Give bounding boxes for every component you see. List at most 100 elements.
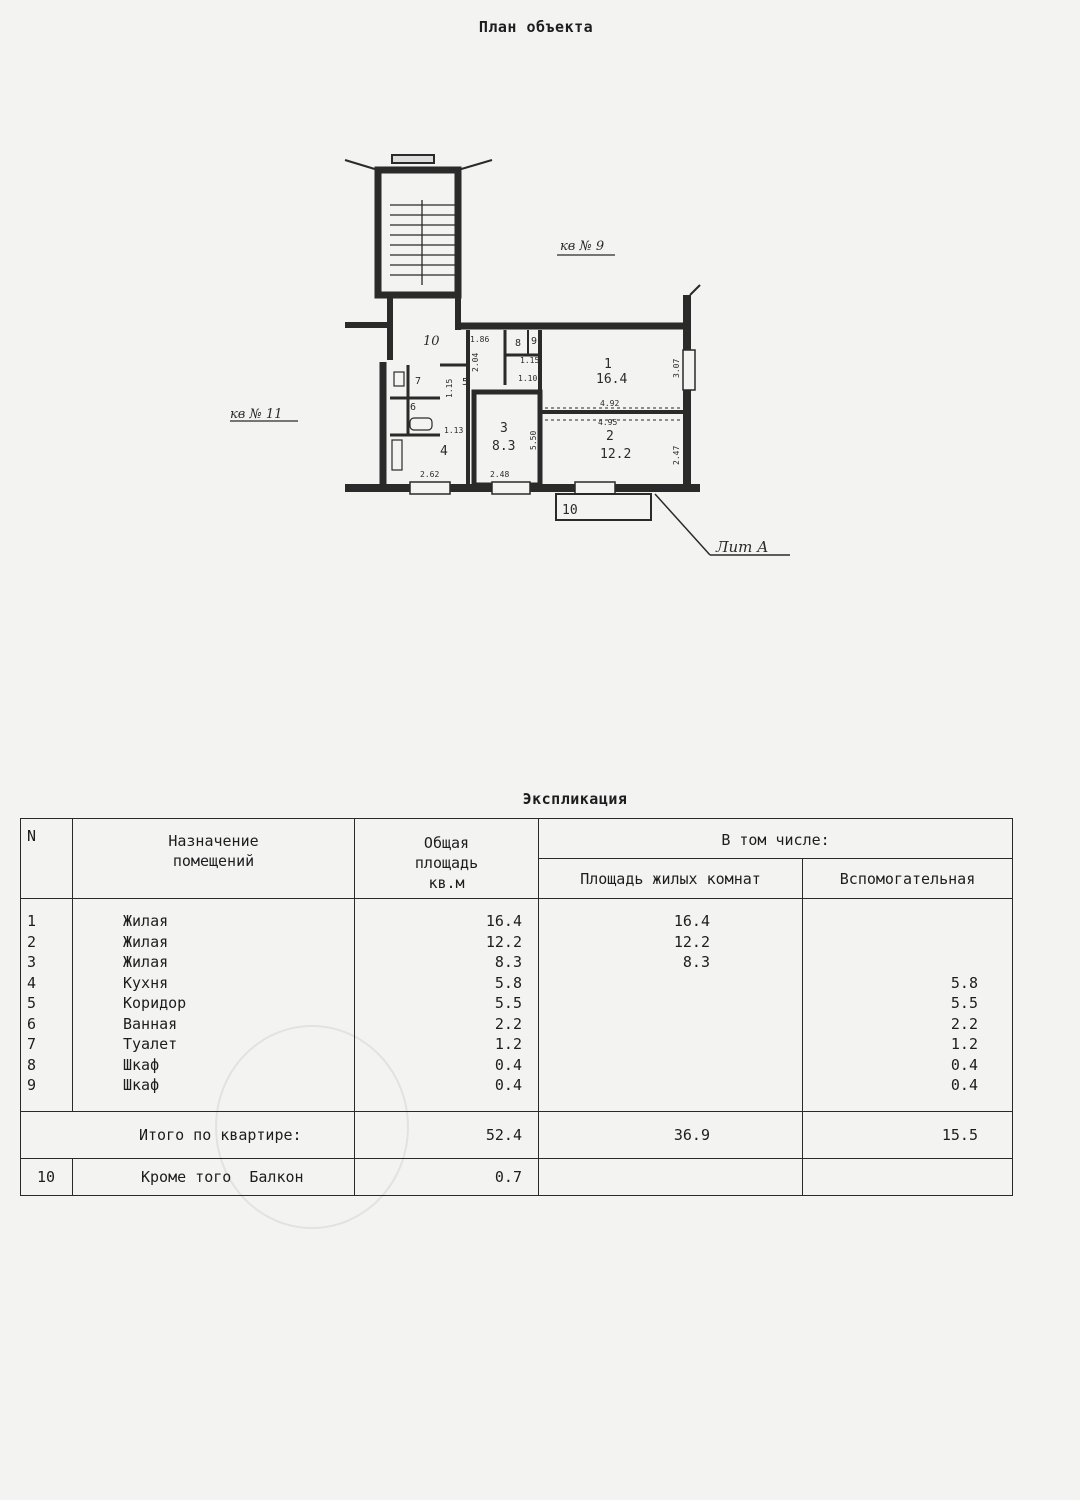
- dim-9: 5.50: [529, 431, 538, 450]
- row-4-living: [545, 973, 710, 994]
- room-3-area: 8.3: [492, 439, 515, 454]
- rows-block: 1 2 3 4 5 6 7 8 9 Жилая Жилая Жилая Кухн…: [20, 898, 1013, 1112]
- row-2-aux: [809, 932, 978, 953]
- col-aux: 5.8 5.5 2.2 1.2 0.4 0.4: [802, 898, 1013, 1112]
- row-7-n: 7: [27, 1035, 37, 1053]
- balcony-label: 10: [562, 503, 578, 518]
- balcony-living: [538, 1158, 803, 1196]
- row-1-name: Жилая: [123, 912, 169, 930]
- room-4-num: 4: [440, 444, 448, 459]
- balcony-row: 10 Кроме того Балкон 0.7: [20, 1158, 1013, 1196]
- header-name-line-1: Назначение: [168, 832, 259, 850]
- col-name: Жилая Жилая Жилая Кухня Коридор Ванная Т…: [72, 898, 355, 1112]
- dim-7: 4.95: [598, 418, 617, 427]
- dim-10: 2.62: [420, 470, 439, 479]
- row-2-name: Жилая: [123, 932, 169, 951]
- header-living: Площадь жилых комнат: [538, 858, 803, 899]
- total-area: 52.4: [354, 1111, 539, 1159]
- floor-plan: кв № 9 кв № 11 Лит А 1 16.4 2 12.2 3 8.3…: [230, 154, 790, 556]
- header-row: N Назначение помещений Общая площадь кв.…: [20, 818, 1013, 899]
- header-name-line-2: помещений: [172, 852, 255, 870]
- row-1-area: 16.4: [485, 912, 522, 930]
- dim-11: 2.48: [490, 470, 509, 479]
- col-n: 1 2 3 4 5 6 7 8 9: [20, 898, 73, 1112]
- header-including: В том числе:: [538, 818, 1013, 859]
- building-letter-label: Лит А: [715, 538, 769, 556]
- room-2-area: 12.2: [600, 447, 631, 462]
- row-6-living: [545, 1014, 710, 1035]
- total-living: 36.9: [538, 1111, 803, 1159]
- row-7-aux: 1.2: [950, 1035, 978, 1053]
- row-1-living: 16.4: [673, 912, 710, 930]
- dim-2: 2.04: [471, 353, 480, 372]
- explication-table: N Назначение помещений Общая площадь кв.…: [20, 818, 1013, 1196]
- row-5-living: [545, 993, 710, 1014]
- header-area-line-3: кв.м: [428, 874, 465, 892]
- balcony-aux: [802, 1158, 1013, 1196]
- dim-4: 1.10: [518, 374, 537, 383]
- dim-8: 2.47: [672, 446, 681, 465]
- row-2-area: 12.2: [485, 932, 522, 951]
- row-6-area: 2.2: [494, 1014, 522, 1033]
- total-label: Итого по квартире:: [20, 1111, 355, 1159]
- row-3-area: 8.3: [494, 953, 522, 971]
- header-area-line-1: Общая: [423, 834, 470, 852]
- dim-1: 1.86: [470, 335, 489, 344]
- row-2-living: 12.2: [673, 932, 710, 951]
- room-1-num: 1: [604, 357, 612, 372]
- row-4-n: 4: [27, 973, 37, 992]
- row-1-n: 1: [27, 912, 37, 930]
- room-6-num: 6: [410, 402, 416, 413]
- room-8-num: 8: [515, 338, 521, 349]
- total-aux: 15.5: [802, 1111, 1013, 1159]
- row-8-living: [545, 1055, 710, 1076]
- row-4-name: Кухня: [123, 973, 169, 992]
- row-9-n: 9: [27, 1076, 37, 1094]
- header-name: Назначение помещений: [72, 818, 355, 899]
- row-7-living: [545, 1034, 710, 1055]
- row-9-name: Шкаф: [123, 1076, 160, 1094]
- dim-12: 1.15: [445, 379, 454, 398]
- neighbor-top-label: кв № 9: [560, 239, 604, 254]
- header-n: N: [20, 818, 73, 899]
- row-6-name: Ванная: [123, 1014, 178, 1033]
- neighbor-left-label: кв № 11: [230, 407, 282, 422]
- balcony-area: 0.7: [354, 1158, 539, 1196]
- row-9-aux: 0.4: [950, 1076, 978, 1094]
- row-8-aux: 0.4: [950, 1055, 978, 1074]
- room-10-num: 10: [423, 334, 440, 349]
- dim-3: 1.15: [520, 356, 539, 365]
- header-area-line-2: площадь: [414, 854, 479, 872]
- row-2-n: 2: [27, 932, 37, 951]
- header-auxiliary: Вспомогательная: [802, 858, 1013, 899]
- row-1-aux: [809, 911, 978, 932]
- row-6-aux: 2.2: [950, 1014, 978, 1033]
- row-3-living: 8.3: [682, 953, 710, 971]
- row-3-aux: [809, 952, 978, 973]
- dim-5: 3.07: [672, 359, 681, 378]
- explication-title: Экспликация: [522, 790, 628, 808]
- room-7-num: 7: [415, 376, 421, 387]
- row-8-name: Шкаф: [123, 1055, 160, 1074]
- row-9-living: [545, 1075, 710, 1096]
- row-3-name: Жилая: [123, 953, 169, 971]
- subheader-row: Площадь жилых комнат Вспомогательная: [21, 858, 1013, 899]
- row-7-area: 1.2: [494, 1035, 522, 1053]
- row-5-area: 5.5: [494, 994, 522, 1012]
- col-area: 16.4 12.2 8.3 5.8 5.5 2.2 1.2 0.4 0.4: [354, 898, 539, 1112]
- dim-13: 1.13: [444, 426, 463, 435]
- total-row: Итого по квартире: 52.4 36.9 15.5: [20, 1111, 1013, 1159]
- page-title: План объекта: [478, 18, 594, 36]
- row-3-n: 3: [27, 953, 37, 971]
- room-5-num: 5: [462, 377, 468, 388]
- row-8-area: 0.4: [494, 1055, 522, 1074]
- col-living: 16.4 12.2 8.3: [538, 898, 803, 1112]
- row-7-name: Туалет: [123, 1035, 178, 1053]
- row-5-aux: 5.5: [950, 994, 978, 1012]
- room-9-num: 9: [531, 336, 537, 347]
- dim-6: 4.92: [600, 399, 619, 408]
- room-1-area: 16.4: [596, 372, 627, 387]
- row-5-n: 5: [27, 994, 37, 1012]
- row-9-area: 0.4: [494, 1076, 522, 1094]
- row-5-name: Коридор: [123, 994, 187, 1012]
